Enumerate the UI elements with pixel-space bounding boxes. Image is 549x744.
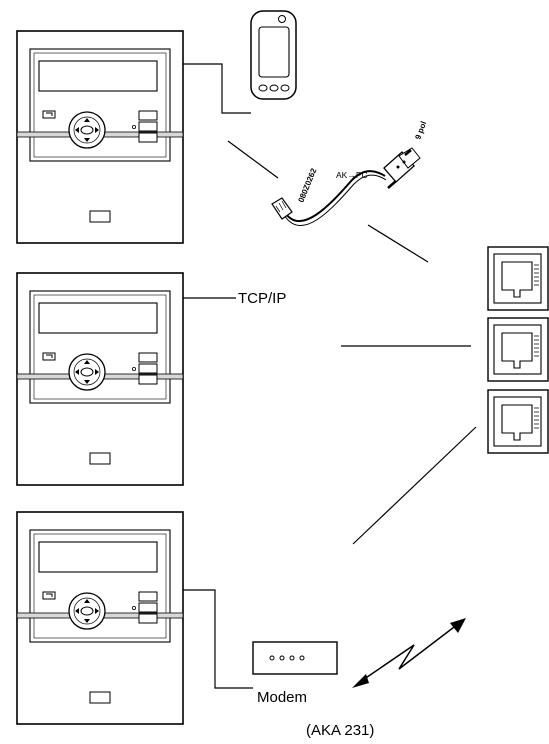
controller-middle bbox=[16, 272, 184, 486]
modem-port-line bbox=[352, 426, 477, 545]
tcpip-label: TCP/IP bbox=[238, 290, 286, 307]
cable-plug-icon bbox=[271, 197, 293, 220]
wireless-arrow-icon bbox=[352, 618, 466, 688]
top-link-line bbox=[227, 140, 279, 179]
modem-icon bbox=[252, 641, 338, 675]
cable-part-number: 080Z0262 bbox=[297, 166, 319, 203]
rj45-port-top bbox=[487, 246, 549, 311]
controller-top bbox=[16, 30, 184, 244]
model-caption: (AKA 231) bbox=[306, 722, 374, 739]
controller-bottom bbox=[16, 511, 184, 725]
modem-label: Modem bbox=[257, 689, 307, 706]
connector-pins-label: 9 pol bbox=[413, 120, 428, 141]
pda-link-line bbox=[183, 63, 251, 114]
modem-link-line bbox=[183, 589, 253, 689]
service-cable: 080Z0262 AK→PC 9 pol bbox=[271, 120, 428, 227]
pda-icon bbox=[250, 10, 297, 100]
cable-tag-label: AK→PC bbox=[336, 170, 368, 180]
rj45-port-bottom bbox=[487, 389, 549, 454]
sub-d-connector-icon bbox=[383, 147, 421, 189]
rj45-port-middle bbox=[487, 317, 549, 382]
cable-port-line bbox=[367, 224, 429, 263]
